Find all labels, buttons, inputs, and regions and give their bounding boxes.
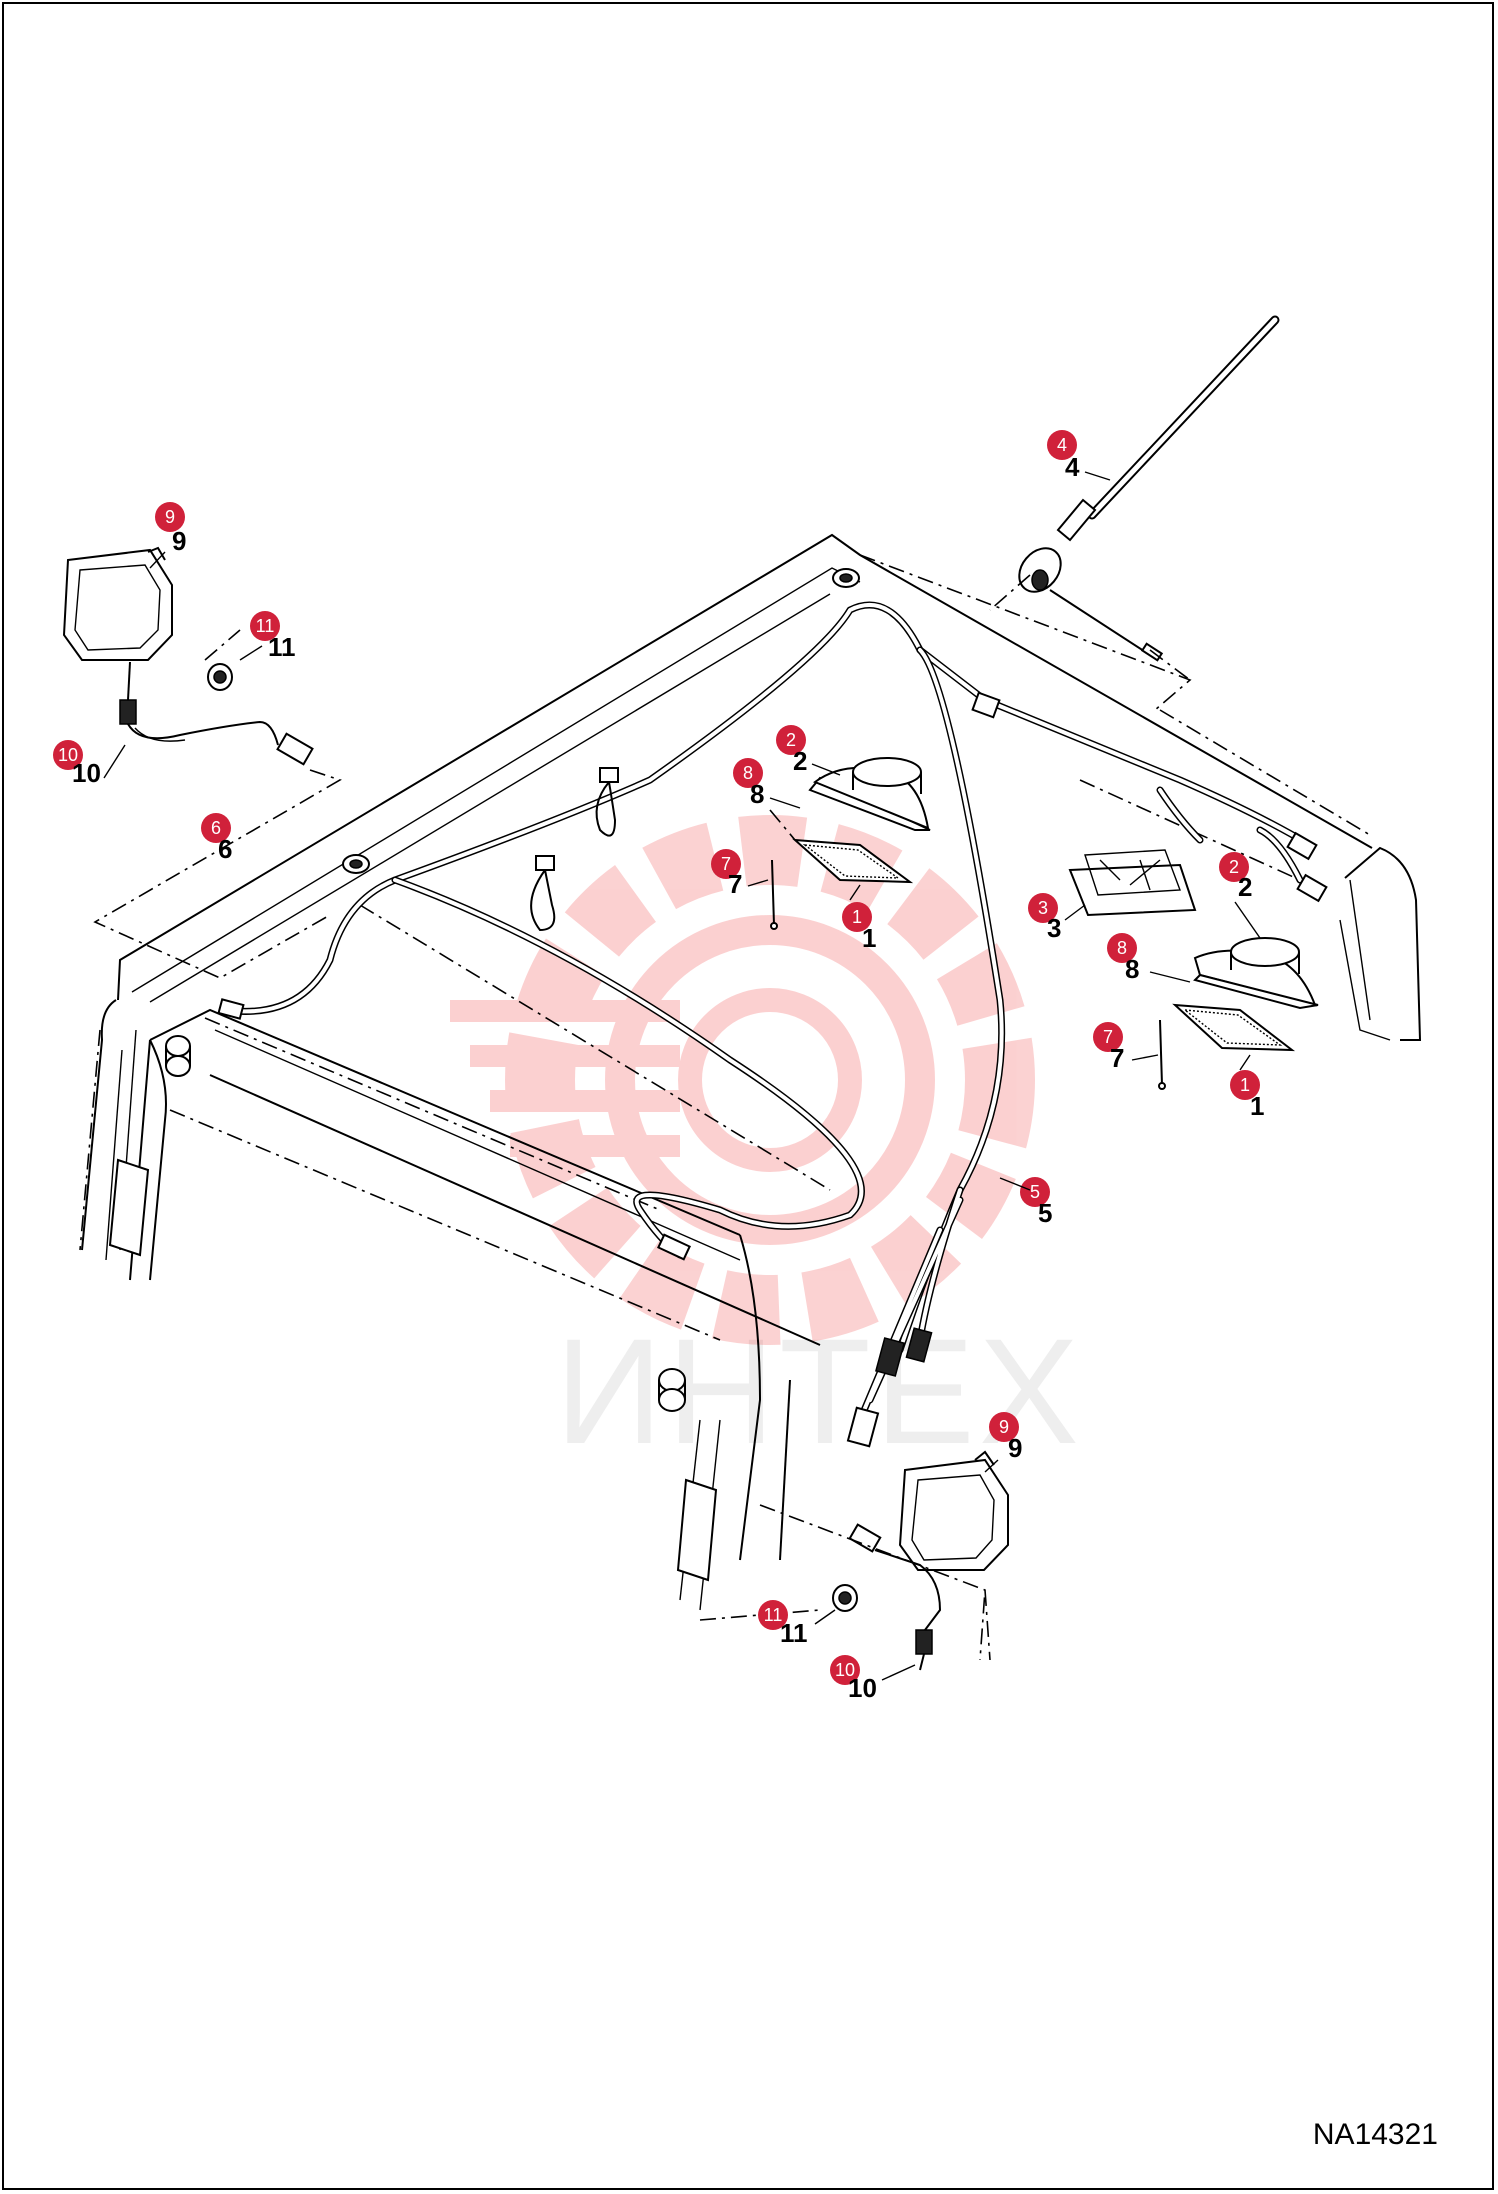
svg-text:7: 7 — [728, 869, 742, 899]
callout-10-left: 10 10 — [53, 740, 126, 788]
svg-text:11: 11 — [256, 616, 275, 636]
svg-text:11: 11 — [268, 632, 296, 662]
svg-text:1: 1 — [852, 907, 862, 927]
svg-text:11: 11 — [764, 1605, 783, 1625]
speaker-left — [769, 757, 931, 930]
svg-text:4: 4 — [1057, 435, 1067, 455]
svg-text:7: 7 — [1110, 1043, 1124, 1073]
svg-text:11: 11 — [780, 1618, 808, 1648]
callout-1-left: 1 1 — [842, 884, 876, 953]
callout-8-left: 8 8 — [733, 758, 801, 809]
svg-text:7: 7 — [721, 854, 731, 874]
watermark-text: ИНТЕХ — [555, 1307, 1083, 1475]
callout-4: 4 4 — [1047, 430, 1111, 482]
callout-10-right: 10 10 — [830, 1655, 916, 1703]
svg-text:3: 3 — [1038, 898, 1048, 918]
svg-text:7: 7 — [1103, 1027, 1113, 1047]
svg-text:8: 8 — [1117, 938, 1127, 958]
svg-text:4: 4 — [1065, 452, 1080, 482]
antenna — [989, 315, 1280, 681]
svg-text:9: 9 — [172, 526, 186, 556]
work-light-left — [62, 546, 342, 979]
callout-7-left: 7 7 — [711, 849, 769, 899]
svg-text:10: 10 — [58, 745, 78, 765]
svg-text:2: 2 — [793, 746, 807, 776]
svg-text:6: 6 — [211, 818, 221, 838]
svg-text:10: 10 — [848, 1673, 877, 1703]
svg-text:5: 5 — [1038, 1198, 1052, 1228]
svg-text:1: 1 — [1250, 1091, 1264, 1121]
callout-1-right: 1 1 — [1230, 1054, 1264, 1121]
svg-text:9: 9 — [999, 1417, 1009, 1437]
cable-tie-group — [530, 767, 619, 932]
svg-text:2: 2 — [1229, 857, 1239, 877]
work-light-right — [699, 1450, 1009, 1671]
svg-text:1: 1 — [862, 923, 876, 953]
callout-2-left: 2 2 — [776, 725, 841, 776]
figure-code: NA14321 — [1312, 2118, 1438, 2151]
svg-text:10: 10 — [835, 1660, 855, 1680]
wiring-harness — [217, 601, 1328, 1448]
callout-5: 5 5 — [999, 1177, 1052, 1228]
watermark-gear-icon — [450, 815, 1035, 1345]
svg-text:8: 8 — [1125, 954, 1139, 984]
callout-8-right: 8 8 — [1107, 933, 1191, 984]
callout-6: 6 6 — [201, 813, 232, 864]
callout-11-right: 11 11 — [758, 1600, 836, 1648]
svg-text:8: 8 — [750, 779, 764, 809]
svg-text:8: 8 — [743, 763, 753, 783]
svg-text:5: 5 — [1030, 1182, 1040, 1202]
speaker-right — [1068, 849, 1319, 1090]
callout-9-right: 9 9 — [984, 1412, 1022, 1473]
svg-text:3: 3 — [1047, 913, 1061, 943]
svg-text:2: 2 — [786, 730, 796, 750]
svg-text:6: 6 — [218, 834, 232, 864]
svg-text:2: 2 — [1238, 872, 1252, 902]
callout-2-right: 2 2 — [1219, 852, 1261, 939]
cab-frame — [79, 533, 1422, 1611]
svg-text:9: 9 — [165, 507, 175, 527]
svg-text:9: 9 — [1008, 1433, 1022, 1463]
callout-9-left: 9 9 — [149, 502, 186, 569]
callout-11-left: 11 11 — [239, 611, 296, 662]
svg-text:1: 1 — [1240, 1075, 1250, 1095]
svg-text:10: 10 — [72, 758, 101, 788]
callout-3: 3 3 — [1028, 893, 1086, 943]
callout-7-right: 7 7 — [1093, 1022, 1159, 1073]
